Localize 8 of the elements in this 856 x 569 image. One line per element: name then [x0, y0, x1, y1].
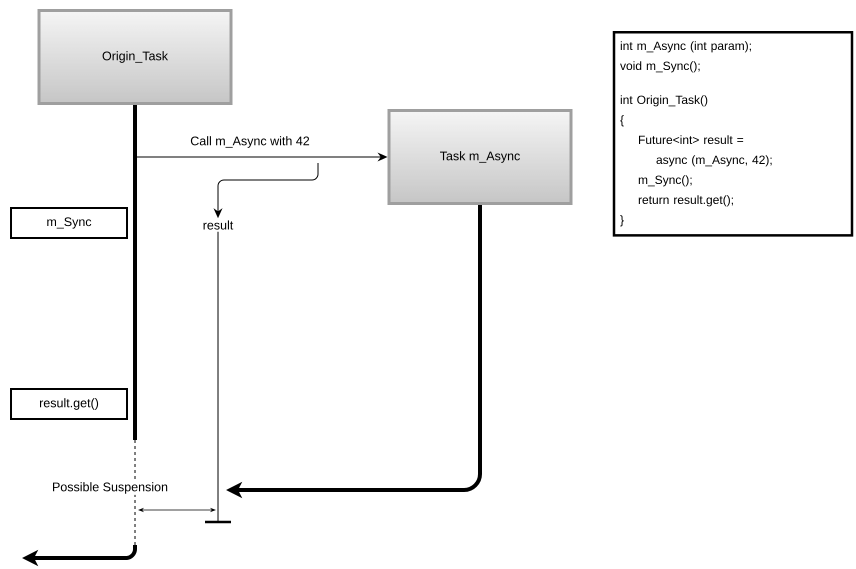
note-label: Possible Suspension	[51, 481, 170, 495]
call-box: m_Sync	[10, 207, 128, 239]
call-box: result.get()	[10, 388, 128, 420]
task-box: Task m_Async	[388, 109, 572, 205]
code-box: int m_Async (int param); void m_Sync(); int Origin_Task() { Future<int> result = async (m_Async, 42); m_Sync(); return result.get(); }	[612, 31, 854, 237]
task-box: Origin_Task	[38, 9, 232, 105]
result-label: result	[204, 220, 234, 230]
edge-label: Call m_Async with 42	[189, 135, 311, 149]
